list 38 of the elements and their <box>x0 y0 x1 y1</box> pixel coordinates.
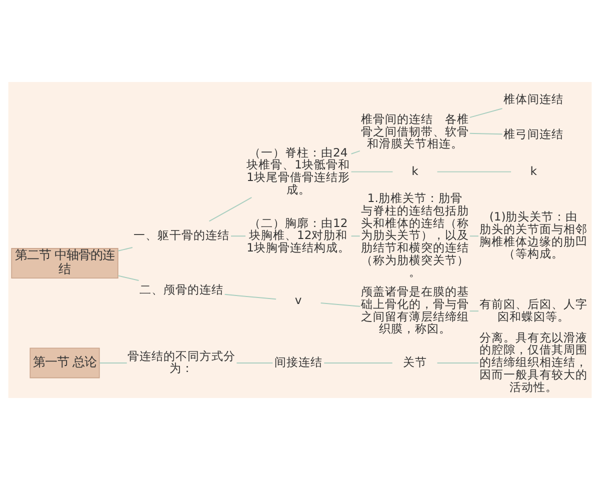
connector <box>469 236 479 237</box>
connector <box>118 275 140 282</box>
node-text: 一、躯干骨的连结 <box>134 228 230 242</box>
node-text: k <box>412 164 418 178</box>
connector <box>118 247 133 252</box>
node-text: 间接连结 <box>274 355 322 370</box>
connector <box>350 236 360 237</box>
node-box: 第二节 中轴骨的连结 <box>11 248 118 279</box>
connector <box>320 302 361 307</box>
node-text: v <box>294 293 302 308</box>
connector <box>436 171 512 172</box>
connector <box>236 362 274 364</box>
node-text: (1)肋头关节：由肋头的关节面与相邻胸椎椎体边缘的肋凹（等构成。 <box>480 210 588 261</box>
node-text: 颅盖诸骨是在膜的基础上骨化的，骨与骨之间留有薄层结缔组织膜，称囟。 <box>360 284 469 336</box>
connector <box>350 171 394 172</box>
node-text: 椎体间连结 <box>504 92 564 106</box>
node-text: 有前囟、后囟、人字囟和蝶囟等。 <box>480 296 588 324</box>
node-text: 椎骨间的连结 各椎骨之间借韧带、软骨和滑膜关节相连。 <box>360 112 469 151</box>
node-text: k <box>530 164 537 178</box>
connector <box>469 108 503 118</box>
node-text: 二、颅骨的连结 <box>140 282 224 297</box>
connector <box>469 310 479 312</box>
connector <box>99 362 128 364</box>
connector <box>208 196 252 222</box>
node-text: 骨连结的不同方式分为： <box>128 348 236 376</box>
node-box: 第一节 总论 <box>30 348 100 378</box>
connector <box>230 236 246 237</box>
connector <box>224 294 277 300</box>
node-text: （二）胸廓：由12块胸椎、12对肋和1块胸骨连结构成。 <box>246 216 350 254</box>
node-text: 椎弓间连结 <box>504 126 564 141</box>
connector <box>350 150 360 154</box>
node-text: （一）脊柱：由24块椎骨、1块骶骨和1块尾骨借骨连结形成。 <box>246 145 350 196</box>
node-text: 1.肋椎关节：肋骨与脊柱的连结包括肋头和椎体的连结（称为肋头关节），以及肋结节和横突的连结（称为肋横突关节）。 <box>360 191 469 280</box>
node-text: 关节 <box>402 355 427 370</box>
connector <box>436 362 480 364</box>
node-text: 分离。具有充以滑液的腔隙，仅借其周围的结缔组织相连结，因而一般具有较大的活动性。 <box>480 330 588 394</box>
connector <box>469 132 503 135</box>
connector <box>324 362 393 364</box>
